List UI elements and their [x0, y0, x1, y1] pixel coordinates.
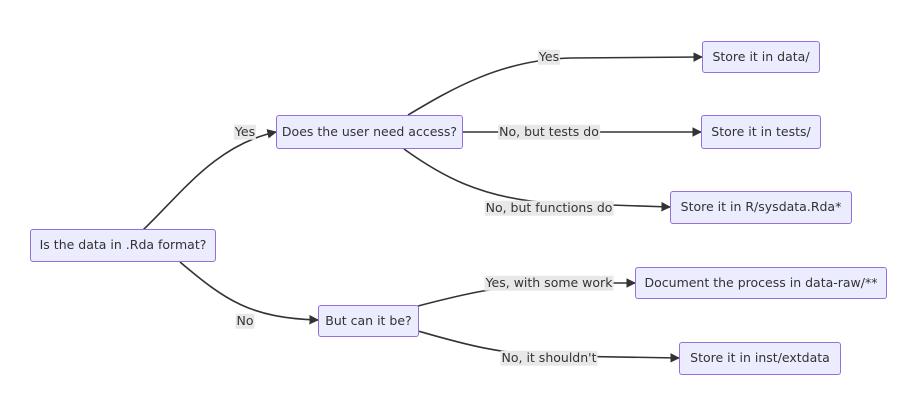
edge-label-no: No: [235, 312, 255, 329]
edge-label-functions-do: No, but functions do: [484, 199, 614, 216]
node-but-can-it-be: But can it be?: [318, 305, 419, 337]
node-store-in-tests: Store it in tests/: [701, 115, 821, 149]
edge-label-user-yes: Yes: [537, 48, 561, 65]
edge-user-access-to-sysdata: [403, 148, 671, 212]
node-store-in-sysdata: Store it in R/sysdata.Rda*: [670, 191, 852, 224]
edge-label-yes: Yes: [233, 123, 257, 140]
node-document-data-raw: Document the process in data-raw/**: [635, 267, 887, 299]
node-user-need-access: Does the user need access?: [276, 115, 463, 149]
edge-user-access-to-data: [407, 52, 703, 116]
edge-label-tests-do: No, but tests do: [498, 123, 600, 140]
node-store-in-data: Store it in data/: [702, 41, 820, 73]
edge-rda-to-user-access: [141, 129, 277, 232]
node-is-data-rda: Is the data in .Rda format?: [30, 229, 216, 262]
node-store-in-inst-extdata: Store it in inst/extdata: [679, 342, 841, 375]
edge-rda-to-can-it-be: [179, 261, 319, 325]
edge-label-with-some-work: Yes, with some work: [484, 274, 614, 291]
edge-label-shouldnt: No, it shouldn't: [500, 349, 598, 366]
